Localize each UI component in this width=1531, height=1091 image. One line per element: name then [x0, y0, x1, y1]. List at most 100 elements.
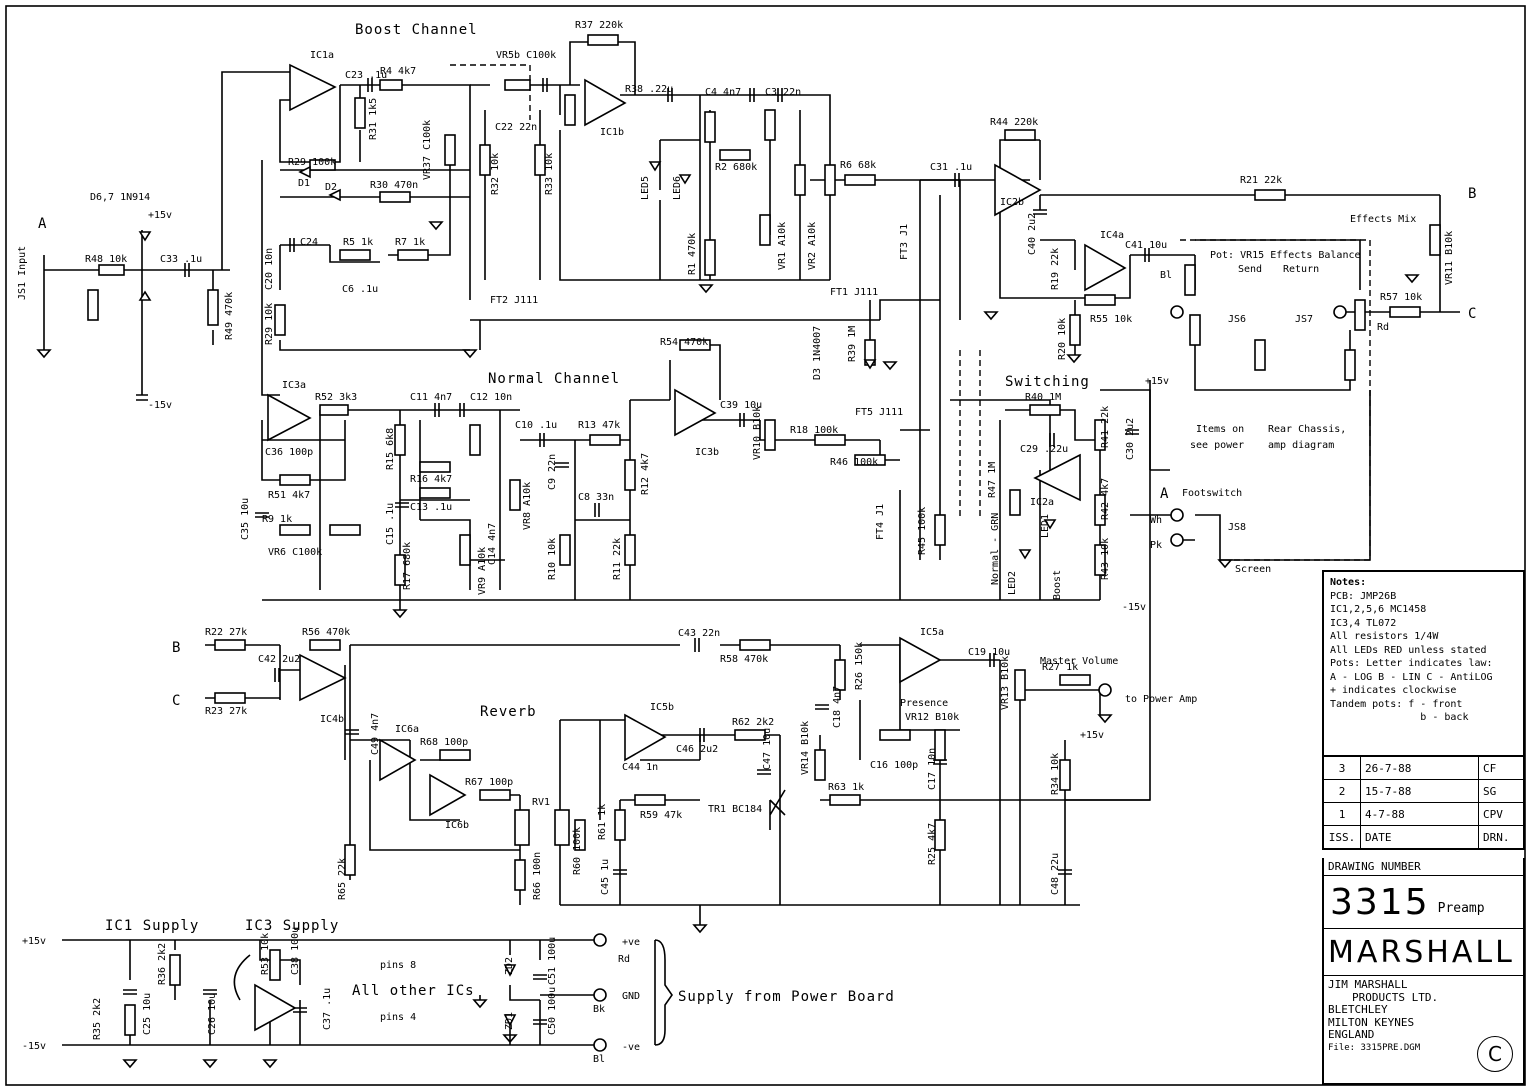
vr8-label: VR8 A10k	[522, 482, 533, 530]
boost-led-label: Boost	[1052, 570, 1063, 600]
c30-label: C30 2u2	[1125, 418, 1136, 460]
c16-label: C16 100p	[870, 760, 918, 771]
component-labels: IC1a IC1b IC4a IC2b IC3a IC3b IC2a IC4b …	[85, 20, 1455, 1040]
supply-nve-label: -ve	[622, 1042, 640, 1053]
r42-label: R42 4k7	[1100, 478, 1111, 520]
note-line: All resistors 1/4W	[1330, 631, 1439, 642]
resistors	[87, 34, 1441, 1036]
return-label: Return	[1283, 264, 1319, 275]
c29-label: C29 .22u	[1020, 444, 1068, 455]
d3-label: D3 1N4007	[812, 326, 823, 380]
ic3a-label: IC3a	[282, 380, 306, 391]
node-a-input: A	[38, 216, 47, 232]
c43-label: C43 22n	[678, 628, 720, 639]
ic3b-label: IC3b	[695, 447, 719, 458]
rail-minus15-input: -15v	[148, 400, 172, 411]
misc-parts	[138, 94, 1347, 1052]
footswitch-label: Footswitch	[1182, 488, 1242, 499]
drawing-number-label: DRAWING NUMBER	[1324, 858, 1523, 876]
zd1-label: ZD1	[504, 1012, 515, 1030]
r5-label: R5 1k	[343, 237, 373, 248]
r23-label: R23 27k	[205, 706, 247, 717]
ic2a-label: IC2a	[1030, 497, 1054, 508]
rail-plus15-supply: +15v	[22, 936, 46, 947]
note-line: b - back	[1330, 712, 1469, 723]
revision-table: 3 26-7-88 CF 2 15-7-88 SG 1 4-7-88 CPV I…	[1322, 755, 1525, 850]
tr1-label: TR1 BC184	[708, 804, 762, 815]
rev-iss: 2	[1322, 779, 1361, 803]
c14-label: C14 4n7	[487, 523, 498, 565]
c3-label: C3 22n	[765, 87, 801, 98]
rev-iss: 1	[1322, 802, 1361, 826]
r38-label: R38 .22u	[625, 84, 673, 95]
c20-label: C20 10n	[264, 248, 275, 290]
sheet-border	[5, 5, 1526, 1086]
rev-drn: SG	[1478, 779, 1525, 803]
led1-label: LED1	[1040, 514, 1051, 538]
company-address: JIM MARSHALL PRODUCTS LTD. BLETCHLEY MIL…	[1324, 976, 1523, 1084]
r4-label: R4 4k7	[380, 66, 416, 77]
r6-label: R6 68k	[840, 160, 876, 171]
rail-minus15-switch: -15v	[1122, 602, 1146, 613]
revision-row: 1 4-7-88 CPV	[1322, 802, 1525, 826]
screen-label: Screen	[1235, 564, 1271, 575]
r18-label: R18 100k	[790, 425, 838, 436]
js6-label: JS6	[1228, 314, 1246, 325]
c8-label: C8 33n	[578, 492, 614, 503]
led2-label: LED2	[1007, 571, 1018, 595]
vr5b-label: VR5b C100k	[496, 50, 556, 61]
all-other-ics-label: All other ICs	[352, 983, 475, 999]
c48-label: C48 22u	[1050, 853, 1061, 895]
title-ic3-supply: IC3 Supply	[245, 918, 339, 934]
c45-label: C45 1u	[600, 859, 611, 895]
vr10-label: VR10 B10k	[752, 406, 763, 460]
c40-label: C40 2u2	[1027, 213, 1038, 255]
c49-label: C49 4n7	[370, 713, 381, 755]
chassis-note-1: Rear Chassis,	[1268, 424, 1346, 435]
vr37-label: VR37 C100k	[422, 120, 433, 180]
company-line: JIM MARSHALL	[1328, 978, 1408, 991]
c46-label: C46 2u2	[676, 744, 718, 755]
r35-label: R35 2k2	[92, 998, 103, 1040]
ic5a-label: IC5a	[920, 627, 944, 638]
rail-plus15-switch: +15v	[1145, 376, 1169, 387]
drawing-number: 3315	[1330, 881, 1430, 923]
r53-label: R53 10k	[260, 933, 271, 975]
revision-row: 3 26-7-88 CF	[1322, 755, 1525, 780]
r13-label: R13 47k	[578, 420, 620, 431]
c10-label: C10 .1u	[515, 420, 557, 431]
node-pk: Pk	[1150, 540, 1162, 551]
js7-label: JS7	[1295, 314, 1313, 325]
supply-from-label: Supply from Power Board	[678, 989, 895, 1005]
rail-plus15-output: +15v	[1080, 730, 1104, 741]
send-label: Send	[1238, 264, 1262, 275]
r54-label: R54 470k	[660, 337, 708, 348]
r26-label: R26 150k	[854, 642, 865, 690]
node-rd-supply: Rd	[618, 954, 630, 965]
r25-label: R25 4k7	[927, 823, 938, 865]
revision-row: 2 15-7-88 SG	[1322, 779, 1525, 803]
file-name: File: 3315PRE.DGM	[1328, 1042, 1421, 1053]
r1-label: R1 470k	[687, 233, 698, 275]
effects-mix-label: Effects Mix	[1350, 214, 1416, 225]
r15-label: R15 6k8	[385, 428, 396, 470]
c15-label: C15 .1u	[385, 503, 396, 545]
ft1-label: FT1 J111	[830, 287, 878, 298]
title-boost-channel: Boost Channel	[355, 22, 478, 38]
c23-label: C23 .1u	[345, 70, 387, 81]
c42-label: C42 2u2	[258, 654, 300, 665]
r31-label: R31 1k5	[368, 98, 379, 140]
notes-block: Notes: PCB: JMP26B IC1,2,5,6 MC1458 IC3,…	[1322, 570, 1525, 755]
c4-label: C4 4n7	[705, 87, 741, 98]
address-line: MILTON KEYNES	[1328, 1015, 1415, 1029]
note-line: PCB: JMP26B	[1330, 590, 1397, 602]
rev-header-drn: DRN.	[1478, 825, 1525, 850]
r32-label: R32 10k	[490, 153, 501, 195]
led6-label: LED6	[672, 176, 683, 200]
rev-date: 26-7-88	[1360, 755, 1479, 780]
title-ic1-supply: IC1 Supply	[105, 918, 199, 934]
vr9-label: VR9 A10k	[477, 547, 488, 595]
node-b-out: B	[1468, 186, 1477, 202]
